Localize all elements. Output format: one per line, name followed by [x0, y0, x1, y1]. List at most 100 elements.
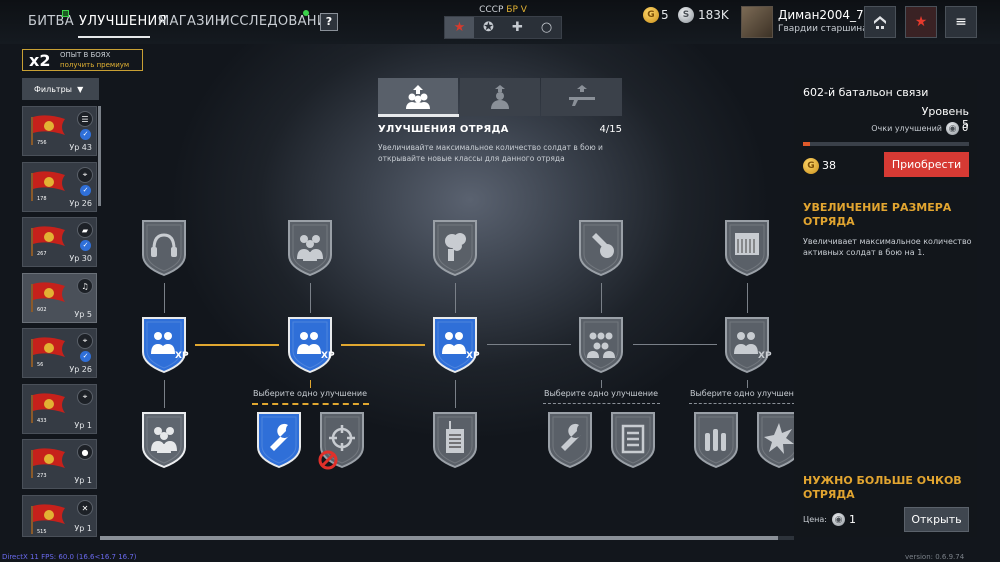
squad-flag-icon: [31, 337, 65, 367]
squad-level: Уровень 5: [921, 105, 969, 131]
engineer-upgrade-node[interactable]: [254, 411, 304, 469]
tab-battle[interactable]: БИТВА: [28, 14, 74, 29]
squad-card[interactable]: 602 ♫ Ур 5: [22, 273, 97, 323]
squad-upgrade-icon: [406, 85, 430, 109]
help-button[interactable]: ?: [320, 13, 338, 31]
squad-list-scrollbar[interactable]: [98, 106, 101, 206]
price-label: Цена:: [803, 515, 827, 524]
squad-flag-icon: [31, 115, 65, 145]
engineer-upgrade-node[interactable]: [545, 411, 595, 469]
connector: [633, 344, 717, 345]
squad-count: 267: [37, 251, 47, 257]
username: Диман2004_70: [778, 8, 872, 22]
bomb-upgrade-node[interactable]: [576, 219, 626, 277]
squad-size-upgrade-node[interactable]: [139, 411, 189, 469]
squadxp-icon: XP: [433, 317, 480, 374]
open-button[interactable]: Открыть: [904, 507, 969, 532]
squad-level: Ур 26: [69, 365, 92, 374]
svg-text:XP: XP: [321, 351, 335, 361]
multi-icon: [579, 317, 623, 374]
menu-button[interactable]: ≡: [945, 6, 977, 38]
xp-banner-premium-link[interactable]: получить премиум: [60, 61, 130, 69]
squad-card[interactable]: 273●Ур 1: [22, 439, 97, 489]
ammo-upgrade-node[interactable]: [691, 411, 741, 469]
mode-selector: ★ ✪ ✚ ○: [444, 16, 562, 39]
tab-research[interactable]: ИССЛЕДОВАНИЯ: [220, 14, 337, 29]
connector: [310, 283, 311, 313]
mode-circle-button[interactable]: ○: [532, 17, 561, 38]
radio-upgrade-node[interactable]: [430, 411, 480, 469]
sniper-upgrade-node[interactable]: [317, 411, 367, 470]
squad-level: Ур 1: [74, 476, 92, 485]
mode-circle-star-button[interactable]: ✪: [474, 17, 503, 38]
choose-one-label: Выберите одно улучшение: [689, 389, 805, 398]
check-icon: ✓: [80, 240, 91, 251]
squad-card[interactable]: 756☰✓Ур 43: [22, 106, 97, 156]
squad-xp-upgrade-node[interactable]: XP: [430, 316, 480, 374]
weapon-upgrade-icon: [568, 85, 595, 106]
mode-cross-button[interactable]: ✚: [503, 17, 532, 38]
squad-count: 433: [37, 418, 47, 424]
squad-flag-icon: [31, 393, 65, 423]
wrench-icon: [548, 412, 592, 469]
tab-squad-upgrades[interactable]: [378, 78, 458, 116]
buy-button[interactable]: Приобрести: [884, 152, 969, 177]
squad-level: Ур 5: [74, 310, 92, 319]
squad-xp-upgrade-node[interactable]: XP: [139, 316, 189, 374]
choose-group-bracket-active: [252, 403, 369, 405]
squad-flag-icon: [31, 171, 65, 201]
tab-shop[interactable]: МАГАЗИН: [158, 14, 225, 29]
tab-upgrades[interactable]: УЛУЧШЕНИЯ: [79, 14, 167, 29]
crosshair-icon: ⌖: [77, 333, 93, 349]
version-label: version: 0.6.9.74: [905, 553, 965, 561]
check-icon: ✓: [80, 351, 91, 362]
headphones-upgrade-node[interactable]: [139, 219, 189, 277]
avatar[interactable]: [741, 6, 773, 38]
squad-card[interactable]: 515✕Ур 1: [22, 495, 97, 537]
squad-upgrade-node[interactable]: [285, 219, 335, 277]
squad-card[interactable]: 56⌖✓Ур 26: [22, 328, 97, 378]
tree-scrollbar-thumb[interactable]: [100, 536, 778, 540]
upgrade-points-value: 0: [962, 123, 969, 134]
squad-xp-upgrade-node[interactable]: XP: [285, 316, 335, 374]
soldier-upgrade-icon: [491, 85, 509, 109]
rank-chevron-button[interactable]: [864, 6, 896, 38]
tab-soldier-upgrades[interactable]: [460, 78, 540, 116]
list-upgrade-node[interactable]: [608, 411, 658, 469]
military-rank-button[interactable]: ★: [905, 6, 937, 38]
squad-count: 602: [37, 307, 47, 313]
crate-upgrade-node[interactable]: [722, 219, 772, 277]
svg-text:XP: XP: [175, 351, 189, 361]
squad-card[interactable]: 267▰✓Ур 30: [22, 217, 97, 267]
squad-flag-icon: [31, 504, 65, 534]
radio-icon: [433, 412, 477, 469]
squad-size-upgrade-node[interactable]: [576, 316, 626, 374]
upgrades-count: 4/15: [599, 124, 622, 135]
headphones-icon: ♫: [77, 278, 93, 294]
circle-icon: ○: [540, 20, 553, 35]
connector: [601, 283, 602, 313]
squad-card[interactable]: 178⌖✓Ур 26: [22, 162, 97, 212]
connector: [164, 380, 165, 408]
fps-counter: DirectX 11 FPS: 60.0 (16.6<16.7 16.7): [2, 553, 137, 561]
mode-star-button[interactable]: ★: [445, 17, 474, 38]
connector: [455, 380, 456, 408]
connector: [601, 380, 602, 388]
smoke-upgrade-node[interactable]: [430, 219, 480, 277]
level-progress-fill: [803, 142, 810, 146]
xp-multiplier: x2: [29, 51, 51, 70]
research-notification-dot: [303, 10, 309, 16]
xp-banner-title: ОПЫТ В БОЯХ: [60, 51, 111, 59]
choose-group-bracket: [689, 403, 795, 404]
squad-xp-upgrade-node[interactable]: XP: [722, 316, 772, 374]
list-icon: ☰: [77, 111, 93, 127]
tab-weapon-upgrades[interactable]: [541, 78, 622, 116]
squad-level: Ур 1: [74, 421, 92, 430]
squad-card[interactable]: 433⌖Ур 1: [22, 384, 97, 434]
premium-xp-banner[interactable]: [22, 49, 143, 71]
bomb-icon: [579, 220, 623, 277]
filters-button[interactable]: Фильтры ▼: [22, 78, 99, 100]
squadxp-icon: XP: [725, 317, 772, 374]
squad-flag-icon: [31, 448, 65, 478]
connector: [164, 283, 165, 313]
